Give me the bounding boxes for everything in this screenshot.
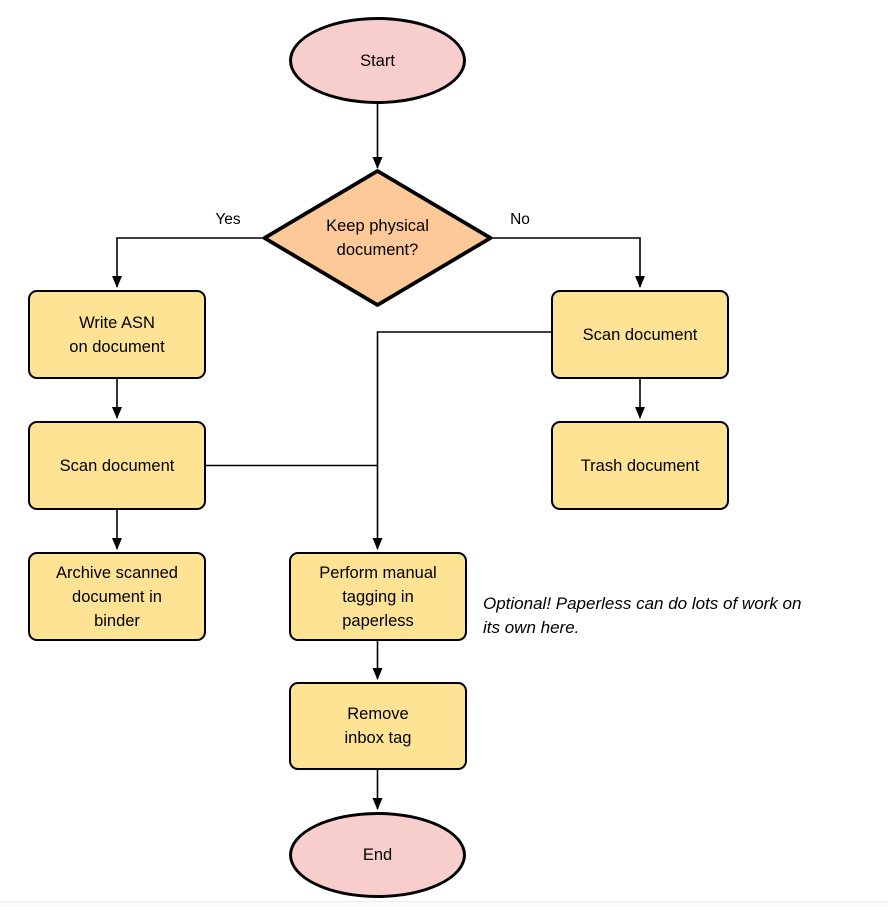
node-decision-shape <box>262 169 493 307</box>
node-remove-inbox-tag: Remove inbox tag <box>289 682 467 770</box>
node-archive-binder: Archive scanned document in binder <box>28 552 206 641</box>
node-scan-document-yes: Scan document <box>28 421 206 510</box>
node-decision-label: Keep physical document? <box>326 217 429 259</box>
optional-note: Optional! Paperless can do lots of work … <box>483 594 802 637</box>
edge-decision-write-asn <box>112 237 263 288</box>
node-scan-document-no: Scan document <box>551 290 729 379</box>
bottom-divider <box>0 901 888 907</box>
edge-label-no: No <box>510 211 530 228</box>
edge-scan-no-tagging <box>372 331 551 550</box>
node-write-asn: Write ASN on document <box>28 290 206 379</box>
node-manual-tagging: Perform manual tagging in paperless <box>289 552 467 641</box>
node-start: Start <box>289 17 466 104</box>
node-trash-document: Trash document <box>551 421 729 510</box>
node-end: End <box>289 812 466 898</box>
edge-decision-scan-no <box>492 237 645 288</box>
edge-label-yes: Yes <box>215 211 241 228</box>
